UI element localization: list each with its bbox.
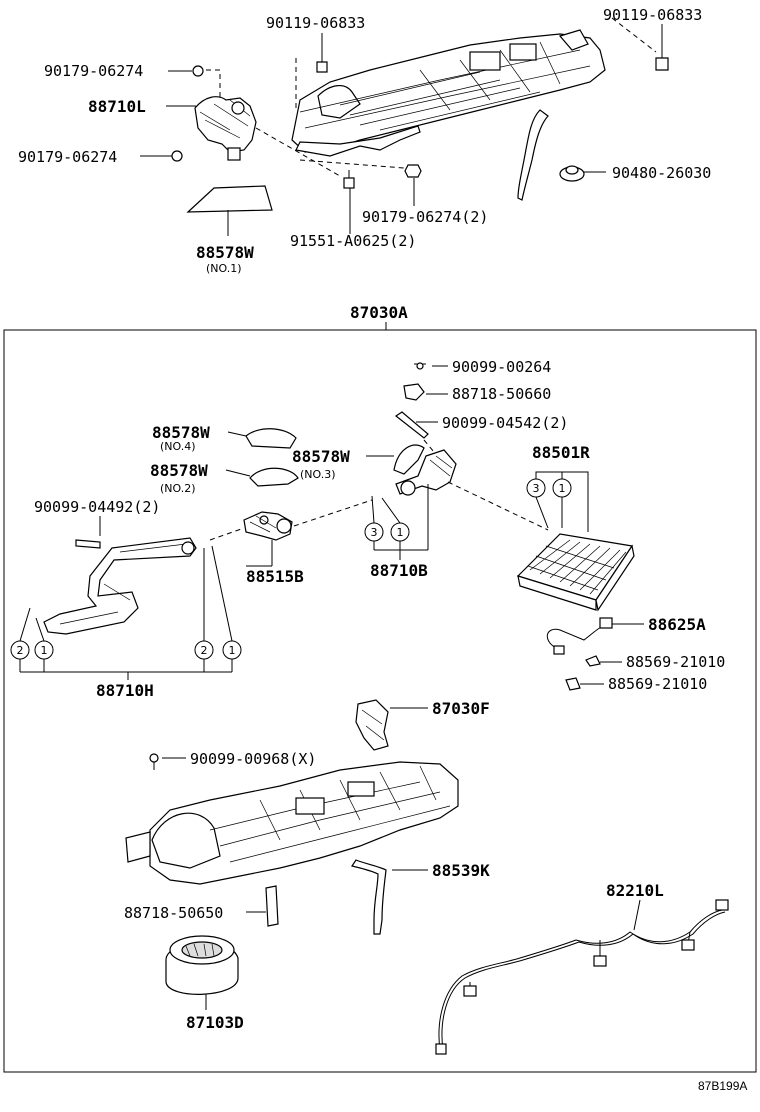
label-90099-04542-2: 90099-04542(2) <box>442 414 568 432</box>
blower-87103d-illustration <box>165 935 239 995</box>
label-82210l: 82210L <box>606 881 664 900</box>
label-90179-06274-2: 90179-06274(2) <box>362 208 488 226</box>
screw-x-illustration <box>149 753 159 770</box>
label-88515b: 88515B <box>246 567 304 586</box>
label-88718-50650: 88718-50650 <box>124 904 223 922</box>
lower-heater-unit-illustration <box>125 761 459 885</box>
label-88710h: 88710H <box>96 681 154 700</box>
label-90179-06274-upper: 90179-06274 <box>44 62 143 80</box>
label-no4: (NO.4) <box>160 440 196 453</box>
clip-bottom-illustration <box>265 885 279 927</box>
damper-88710b-illustration <box>395 449 457 496</box>
seal-no3-illustration <box>393 444 425 475</box>
assembly-upper-fasteners <box>394 362 448 439</box>
label-87103d: 87103D <box>186 1013 244 1032</box>
assembly-frame <box>3 329 757 1073</box>
label-88710b: 88710B <box>370 561 428 580</box>
thermistor-88625a-illustration <box>546 617 613 655</box>
servo-88515b-illustration <box>243 511 293 541</box>
circle-1-88501r: 1 <box>559 482 566 495</box>
circle-3-88501r: 3 <box>533 482 540 495</box>
label-88578w-no4: 88578W <box>152 423 210 442</box>
label-no1: (NO.1) <box>206 262 242 275</box>
circle-1-right: 1 <box>229 644 236 657</box>
bracket-87030f-illustration <box>355 699 389 751</box>
dash-servo-left <box>209 527 245 541</box>
circle-2-right: 2 <box>201 644 208 657</box>
circle-2-left: 2 <box>17 644 24 657</box>
dash-servo-right <box>293 499 373 527</box>
label-88569-21010-2: 88569-21010 <box>608 675 707 693</box>
harness-leader <box>633 899 641 931</box>
label-88578w-no3: 88578W <box>292 447 350 466</box>
label-88539k: 88539K <box>432 861 490 880</box>
circle-1-88710b: 1 <box>397 526 404 539</box>
seal-no1-illustration <box>186 185 273 213</box>
label-88625a: 88625A <box>648 615 706 634</box>
screw-left-illustration <box>75 516 101 549</box>
callout-circles <box>10 471 589 680</box>
label-90480-26030: 90480-26030 <box>612 164 711 182</box>
label-88501r: 88501R <box>532 443 590 462</box>
figure-id: 87B199A <box>698 1079 747 1093</box>
clamp-2-illustration <box>565 677 581 691</box>
label-90099-00264: 90099-00264 <box>452 358 551 376</box>
seal-no4-leader <box>227 431 247 437</box>
top-heater-unit <box>291 29 606 201</box>
top-fasteners <box>171 46 669 189</box>
label-87030a: 87030A <box>350 303 408 322</box>
label-90099-04492-2: 90099-04492(2) <box>34 498 160 516</box>
damper-88710l-illustration <box>194 96 257 161</box>
hose-88539k-illustration <box>351 859 387 935</box>
label-no3: (NO.3) <box>300 468 336 481</box>
top-leader-lines <box>140 17 663 236</box>
circle-1-left: 1 <box>41 644 48 657</box>
label-90099-00968-x: 90099-00968(X) <box>190 750 316 768</box>
label-88569-21010-1: 88569-21010 <box>626 653 725 671</box>
seal-no4-illustration <box>245 428 297 449</box>
evaporator-88501r-illustration <box>516 533 635 612</box>
label-90179-06274-lower: 90179-06274 <box>18 148 117 166</box>
dash-88710b-evap <box>447 481 549 531</box>
label-88578w-no1: 88578W <box>196 243 254 262</box>
label-90119-06833-right: 90119-06833 <box>603 6 702 24</box>
clamp-1-illustration <box>585 655 601 667</box>
seal-no2-leader <box>225 469 251 477</box>
rod-88710h-illustration <box>43 537 197 635</box>
harness-82210l-illustration <box>435 899 729 1055</box>
label-87030f: 87030F <box>432 699 490 718</box>
label-no2: (NO.2) <box>160 482 196 495</box>
label-91551-a0625-2: 91551-A0625(2) <box>290 232 416 250</box>
dash-88710b-top <box>423 439 435 453</box>
label-88718-50660: 88718-50660 <box>452 385 551 403</box>
label-88710l: 88710L <box>88 97 146 116</box>
label-90119-06833-left: 90119-06833 <box>266 14 365 32</box>
label-88578w-no2: 88578W <box>150 461 208 480</box>
circle-3-88710b: 3 <box>371 526 378 539</box>
seal-no2-illustration <box>249 467 299 487</box>
